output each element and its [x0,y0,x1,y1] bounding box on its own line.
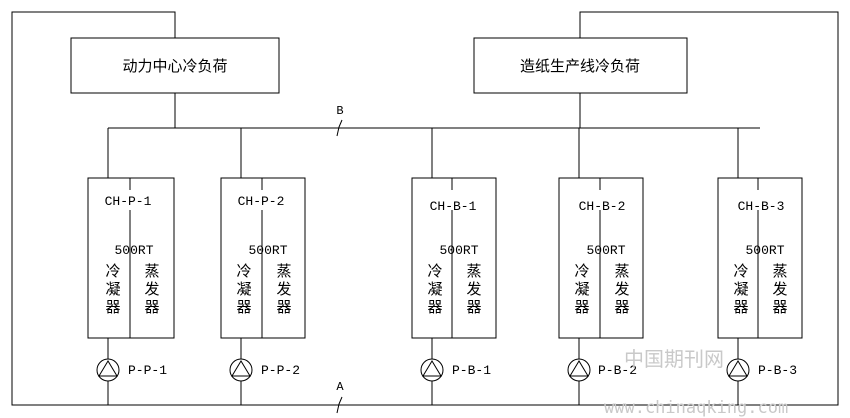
condenser-char: 冷 [733,262,748,280]
chiller-unit: CH-B-1 500RT 冷 凝 器 蒸 发 器 P-B-1 [411,128,497,405]
chiller-capacity: 500RT [745,243,784,258]
condenser-char: 凝 [236,280,251,298]
chiller-capacity: 500RT [114,243,153,258]
pump-icon [567,358,591,382]
evaporator-char: 发 [614,280,629,298]
evaporator-char: 器 [772,298,787,316]
evaporator-char: 蒸 [276,262,291,280]
pump-icon [229,358,253,382]
evaporator-char: 蒸 [614,262,629,280]
node-marker-b [336,119,343,137]
condenser-char: 器 [427,298,442,316]
pump-label: P-B-3 [758,363,797,378]
watermark-cn: 中国期刊网 [624,347,724,371]
evaporator-char: 蒸 [466,262,481,280]
chiller-capacity: 500RT [586,243,625,258]
evaporator-char: 发 [144,280,159,298]
chiller-unit: CH-P-2 500RT 冷 凝 器 蒸 发 器 P-P-2 [220,128,306,405]
watermark-url: www.chinaqking.com [604,398,788,418]
chiller-capacity: 500RT [248,243,287,258]
chiller-unit: CH-P-1 500RT 冷 凝 器 蒸 发 器 P-P-1 [87,128,175,405]
pump-label: P-B-2 [598,363,637,378]
evaporator-char: 器 [276,298,291,316]
load-label: 造纸生产线冷负荷 [520,57,640,75]
evaporator-char: 器 [614,298,629,316]
condenser-char: 冷 [236,262,251,280]
condenser-char: 凝 [733,280,748,298]
condenser-char: 凝 [574,280,589,298]
evaporator-char: 器 [144,298,159,316]
evaporator-char: 发 [466,280,481,298]
pump-label: P-P-2 [261,363,300,378]
chiller-id: CH-P-1 [105,194,152,209]
condenser-char: 器 [236,298,251,316]
condenser-char: 凝 [427,280,442,298]
node-label-b: B [336,104,343,118]
chiller-id: CH-B-1 [430,199,477,214]
condenser-char: 冷 [574,262,589,280]
chiller-id: CH-P-2 [238,194,285,209]
evaporator-char: 蒸 [144,262,159,280]
condenser-char: 器 [574,298,589,316]
evaporator-char: 蒸 [772,262,787,280]
chiller-unit: CH-B-2 500RT 冷 凝 器 蒸 发 器 P-B-2 [558,128,644,405]
outer-loop-left [11,11,176,406]
load-box-paper-line: 造纸生产线冷负荷 [473,37,688,94]
chiller-capacity: 500RT [439,243,478,258]
condenser-char: 凝 [105,280,120,298]
condenser-char: 器 [105,298,120,316]
chiller-unit: CH-B-3 500RT 冷 凝 器 蒸 发 器 P-B-3 [717,128,803,405]
node-marker-a [336,396,343,414]
pump-label: P-B-1 [452,363,491,378]
pump-icon [726,358,750,382]
pump-icon [420,358,444,382]
pump-icon [96,358,120,382]
evaporator-char: 器 [466,298,481,316]
evaporator-char: 发 [276,280,291,298]
condenser-char: 冷 [427,262,442,280]
chiller-id: CH-B-3 [738,199,785,214]
condenser-char: 器 [733,298,748,316]
chiller-id: CH-B-2 [579,199,626,214]
load-box-power-center: 动力中心冷负荷 [70,37,280,94]
load-label: 动力中心冷负荷 [122,57,227,75]
outer-loop-right [579,11,839,406]
pump-label: P-P-1 [128,363,167,378]
node-label-a: A [336,380,344,394]
evaporator-char: 发 [772,280,787,298]
condenser-char: 冷 [105,262,120,280]
